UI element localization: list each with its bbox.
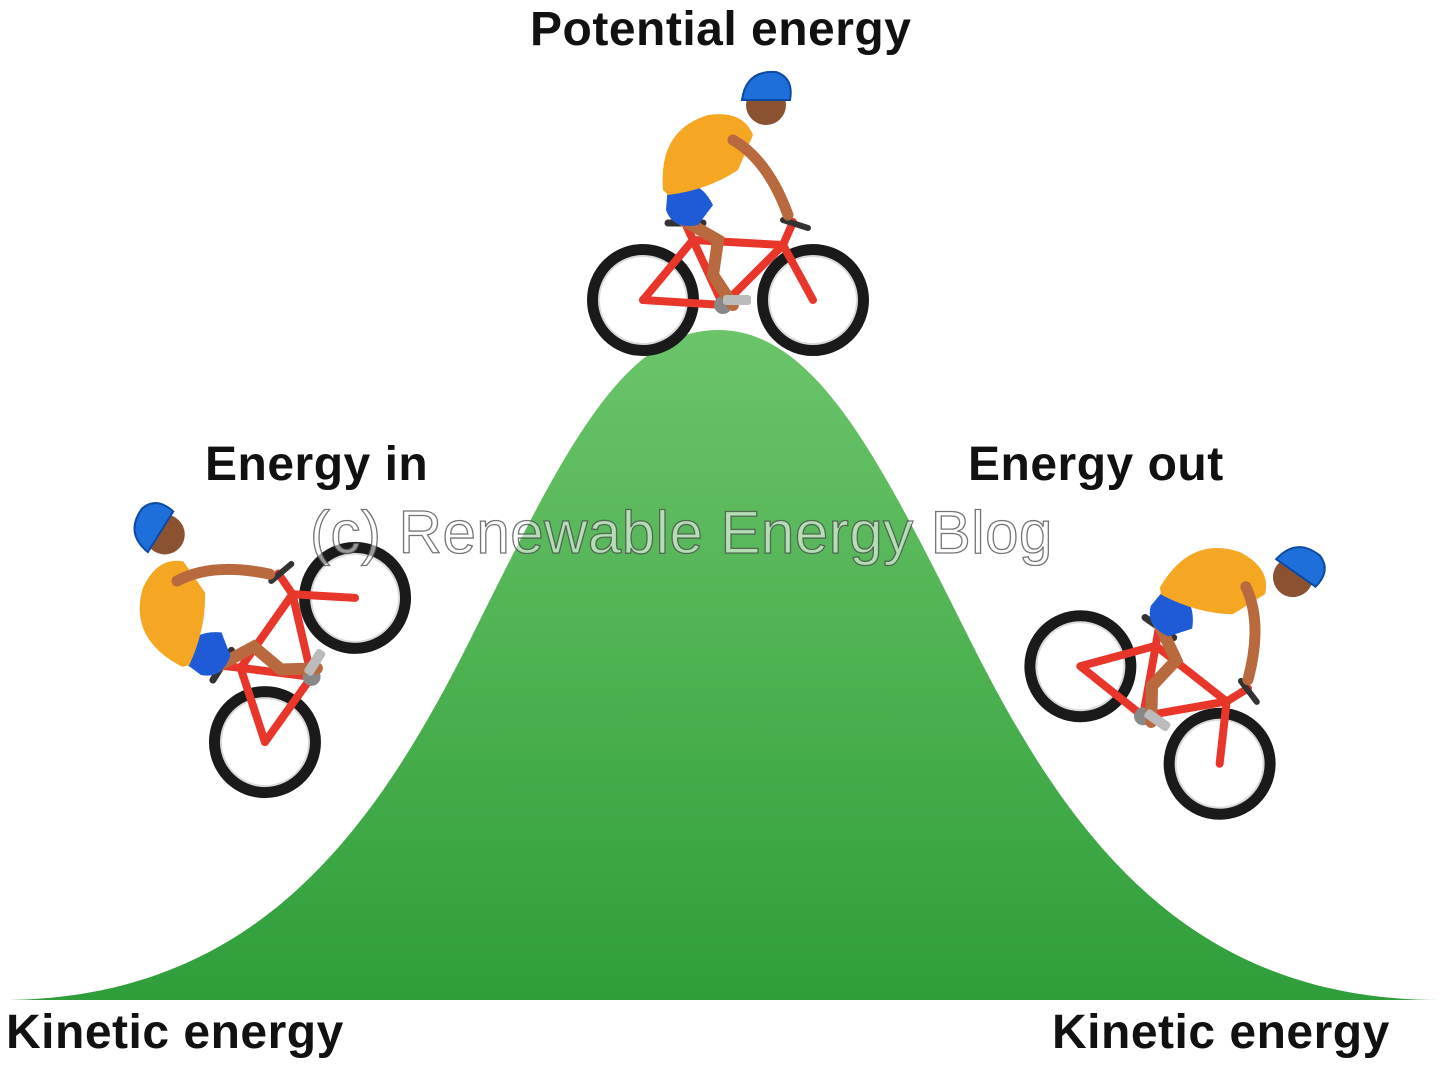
- cyclist-descending-icon: [1011, 451, 1392, 834]
- energy-out-label: Energy out: [968, 438, 1224, 491]
- kinetic-energy-right-label: Kinetic energy: [1052, 1006, 1390, 1059]
- cyclist-summit-icon: [593, 72, 863, 350]
- hill: [0, 330, 1440, 1000]
- energy-in-label: Energy in: [205, 438, 429, 491]
- kinetic-energy-left-label: Kinetic energy: [6, 1006, 344, 1059]
- potential-energy-label: Potential energy: [530, 3, 912, 56]
- watermark: (c) Renewable Energy Blog: [309, 498, 1053, 566]
